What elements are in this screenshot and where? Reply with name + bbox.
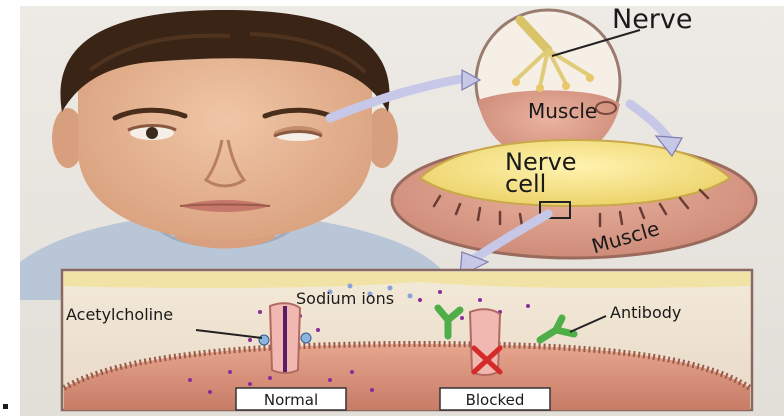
corner-dot xyxy=(3,404,8,409)
muscle-label-top: Muscle xyxy=(528,99,597,123)
blocked-label: Blocked xyxy=(466,391,525,409)
synapse-panel xyxy=(62,270,752,410)
normal-label: Normal xyxy=(264,391,318,409)
acetylcholine-label: Acetylcholine xyxy=(66,305,173,324)
antibody-label: Antibody xyxy=(610,303,681,322)
nerve-cell-label-2: cell xyxy=(505,170,546,198)
nerve-label: Nerve xyxy=(612,4,693,35)
blocked-receptor xyxy=(470,309,500,375)
sodium-ions-label: Sodium ions xyxy=(296,289,394,308)
left-margin xyxy=(0,0,20,416)
